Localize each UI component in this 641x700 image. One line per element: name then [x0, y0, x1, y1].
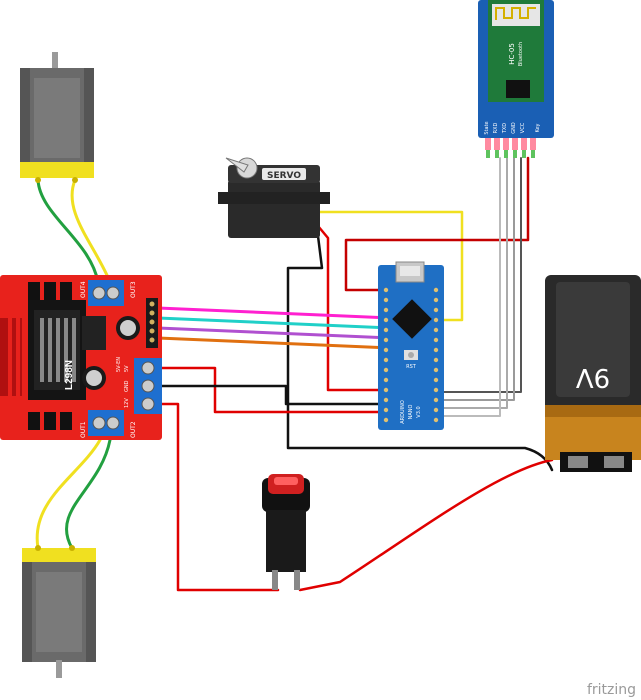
- wire-purple: [156, 326, 394, 340]
- nano-version-label: V3.0: [416, 406, 422, 417]
- wire-black-bt: [439, 157, 522, 393]
- fritzing-watermark: fritzing: [587, 682, 636, 698]
- nano-name-label: ARDUINO: [400, 400, 406, 424]
- wire-yellow-motor1: [70, 178, 112, 284]
- push-button[interactable]: [262, 474, 310, 590]
- arduino-nano[interactable]: RST ARDUINO NANO V3.0: [378, 261, 444, 430]
- bt-pin-label-vcc: VCC: [520, 122, 526, 133]
- wire-gray-bt2: [439, 157, 508, 409]
- bt-subtitle: Bluetooth: [518, 42, 524, 66]
- hc05-bluetooth-module[interactable]: HC-05 Bluetooth State RXD TXD GND VCC Ke…: [478, 0, 554, 158]
- bt-pin-label-state: State: [484, 121, 490, 134]
- wire-green-motor1: [36, 178, 100, 284]
- terminal-out4-out3[interactable]: [88, 280, 124, 306]
- driver-out3-label: OUT3: [130, 281, 137, 298]
- bt-pin-label-gnd: GND: [511, 122, 517, 134]
- wire-orange: [156, 336, 394, 350]
- wire-red-driver-5v: [158, 366, 394, 414]
- driver-signal-header: [146, 298, 158, 348]
- wire-green-motor2: [65, 438, 112, 550]
- l298n-motor-driver[interactable]: L298N OUT4 OUT3 OUT1 OUT2 12V GND 5V 5V-…: [0, 275, 162, 440]
- terminal-power[interactable]: [134, 358, 162, 414]
- wire-cyan: [156, 316, 394, 330]
- battery-label: 9V: [576, 362, 611, 392]
- driver-heatsink: [0, 300, 86, 400]
- wire-yellow-servo: [316, 210, 464, 322]
- wire-black-driver-gnd: [158, 384, 394, 406]
- driver-5v-en-label: 5V-EN: [116, 357, 122, 372]
- bt-header-pins: [485, 138, 536, 158]
- dc-motor-bottom[interactable]: [22, 545, 96, 678]
- wire-gray-bt3: [439, 157, 501, 417]
- driver-12v-label: 12V: [124, 398, 130, 408]
- bt-title: HC-05: [508, 43, 516, 65]
- nano-pins-right: [433, 287, 439, 423]
- wires: [35, 156, 554, 592]
- nano-model-label: NANO: [408, 405, 414, 420]
- driver-out1-label: OUT1: [80, 421, 87, 438]
- servo-motor[interactable]: SERVO: [218, 157, 330, 238]
- wire-gray-bt1: [439, 157, 515, 401]
- dc-motor-top[interactable]: [20, 52, 94, 183]
- wire-black-servo: [286, 234, 554, 472]
- bt-pin-label-txd: TXD: [502, 123, 508, 134]
- driver-5v-label: 5V: [124, 365, 130, 372]
- terminal-out1-out2[interactable]: [88, 410, 124, 436]
- driver-out2-label: OUT2: [130, 421, 137, 438]
- bt-pin-label-rxd: RXD: [493, 122, 499, 133]
- wire-red-bt: [344, 156, 530, 292]
- servo-label: SERVO: [267, 171, 301, 181]
- bt-pin-label-key: Key: [535, 123, 541, 132]
- wire-yellow-motor2: [35, 438, 102, 550]
- battery-9v[interactable]: 9V: [545, 275, 641, 472]
- wire-red-driver-12v: [158, 402, 280, 592]
- driver-gnd-label: GND: [124, 380, 130, 392]
- wire-magenta: [156, 306, 394, 320]
- nano-rst-label: RST: [406, 364, 417, 370]
- driver-model-label: L298N: [64, 360, 75, 390]
- driver-out4-label: OUT4: [80, 281, 87, 298]
- wire-red-button: [298, 458, 554, 592]
- nano-pins-left: [383, 287, 389, 423]
